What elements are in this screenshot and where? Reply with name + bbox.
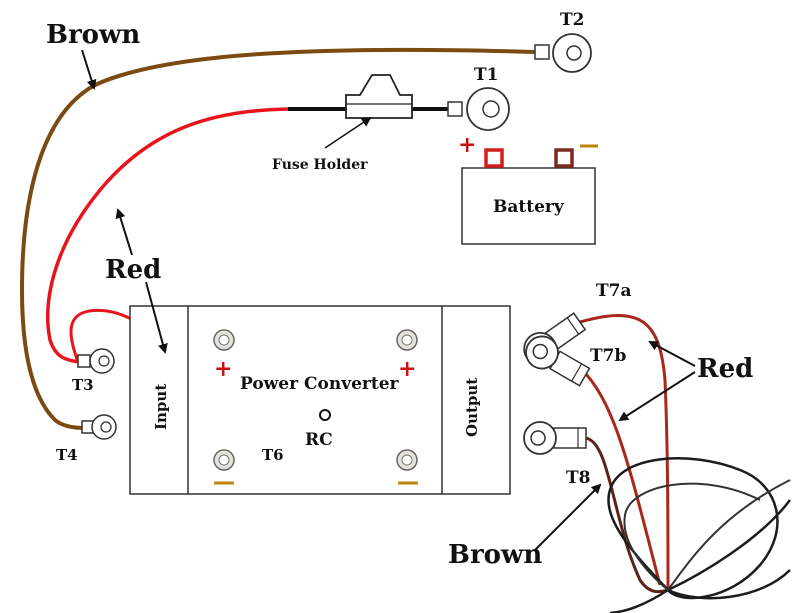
ring-terminal-icon-t4 xyxy=(81,414,117,440)
label-red-right: Red xyxy=(697,354,753,384)
label-input: Input xyxy=(152,384,170,430)
red-wire-t7b xyxy=(578,366,662,586)
label-t4: T4 xyxy=(56,446,78,464)
red-wire-t7a xyxy=(579,314,670,591)
ring-terminal-icon-t7b xyxy=(525,335,591,387)
label-plus-tl: + xyxy=(214,356,232,382)
label-t6: T6 xyxy=(262,446,284,464)
screw-terminal-icon-bl xyxy=(213,449,235,471)
arrow-red-right-1 xyxy=(648,341,696,367)
label-plus-battery: + xyxy=(458,132,476,158)
label-plus-tr: + xyxy=(398,356,416,382)
label-output: Output xyxy=(463,378,481,437)
fuse-holder-icon xyxy=(345,74,413,119)
ring-terminal-icon-t2 xyxy=(534,33,592,73)
arrow-red-down xyxy=(145,281,168,354)
label-t7a: T7a xyxy=(596,281,632,301)
label-t1: T1 xyxy=(474,65,498,85)
label-t2: T2 xyxy=(560,10,584,30)
wire-coil xyxy=(607,457,791,613)
ring-terminal-icon-t8 xyxy=(523,421,587,455)
battery-negative-terminal xyxy=(554,148,574,168)
screw-terminal-icon-br xyxy=(396,449,418,471)
brown-wire-t2-t4 xyxy=(19,47,536,430)
label-t3: T3 xyxy=(72,376,94,394)
arrow-fuse-holder xyxy=(324,116,372,149)
arrow-red-right-2 xyxy=(618,371,696,422)
arrow-brown-top xyxy=(81,49,97,90)
label-brown-top: Brown xyxy=(46,20,140,50)
battery-positive-terminal xyxy=(484,148,504,168)
power-converter-box xyxy=(129,305,511,495)
rc-connector-icon xyxy=(319,409,331,421)
label-battery: Battery xyxy=(493,197,565,217)
label-t8: T8 xyxy=(566,468,590,488)
label-rc: RC xyxy=(305,430,333,450)
ring-terminal-icon-t3 xyxy=(77,348,115,374)
battery-icon xyxy=(461,148,596,245)
ring-terminal-icon-t1 xyxy=(447,87,510,131)
arrow-brown-bottom xyxy=(534,483,602,551)
brown-wire-t8 xyxy=(584,436,669,594)
label-power-converter: Power Converter xyxy=(240,374,400,394)
arrow-red-up xyxy=(115,208,133,256)
wire-coil-2 xyxy=(623,479,791,591)
screw-terminal-icon-tl xyxy=(213,329,235,351)
screw-terminal-icon-tr xyxy=(396,329,418,351)
label-t7b: T7b xyxy=(590,346,626,366)
label-brown-bottom: Brown xyxy=(448,540,542,570)
label-red-left: Red xyxy=(105,255,161,285)
red-wire-fuse-t3 xyxy=(46,107,291,364)
label-fuse-holder: Fuse Holder xyxy=(272,157,368,173)
